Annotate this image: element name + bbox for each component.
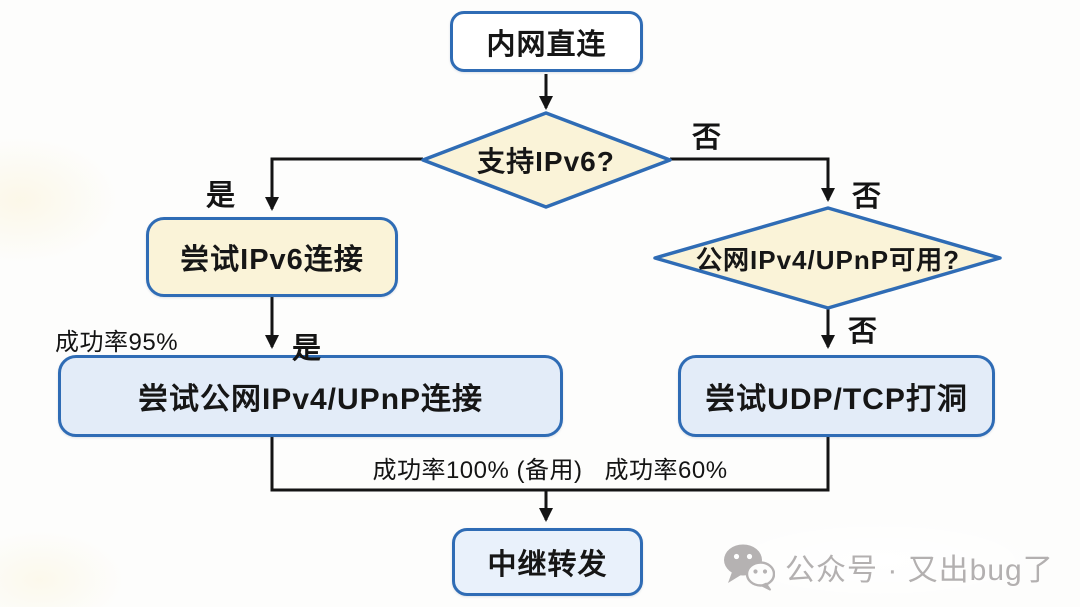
node-try-ipv4-upnp: 尝试公网IPv4/UPnP连接 bbox=[58, 355, 563, 437]
merge-rate-labels: 成功率100% (备用) 成功率60% bbox=[272, 452, 828, 484]
node-try-ipv6: 尝试IPv6连接 bbox=[146, 217, 398, 297]
watermark: 公众号 · 又出bug了 bbox=[723, 541, 1054, 593]
node-decision-ipv4-upnp: 公网IPv4/UPnP可用? bbox=[653, 238, 1003, 278]
edge-label-try-ipv6-yes: 是 bbox=[292, 333, 323, 365]
node-relay: 中继转发 bbox=[452, 528, 643, 596]
node-try-holepunch-label: 尝试UDP/TCP打洞 bbox=[705, 383, 968, 416]
node-try-ipv6-label: 尝试IPv6连接 bbox=[180, 244, 364, 276]
edge-label-to-decision-ipv4-no: 否 bbox=[852, 181, 883, 213]
decision-ipv4-diamond-shape bbox=[653, 206, 1002, 310]
edge-label-ipv6-yes: 是 bbox=[206, 180, 237, 212]
node-decision-ipv4-upnp-label: 公网IPv4/UPnP可用? bbox=[696, 244, 960, 275]
decision-ipv6-diamond-shape bbox=[421, 111, 672, 209]
edge-label-ipv4-upnp-no: 否 bbox=[848, 316, 879, 348]
watermark-text: 公众号 · 又出bug了 bbox=[785, 554, 1054, 587]
edge-merge-connector bbox=[270, 437, 830, 492]
node-start-label: 内网直连 bbox=[486, 28, 607, 61]
node-start: 内网直连 bbox=[450, 11, 643, 72]
edge-decision-ipv6-yes bbox=[265, 157, 423, 211]
edge-label-ipv6-no: 否 bbox=[692, 122, 723, 154]
node-decision-ipv6-label: 支持IPv6? bbox=[477, 146, 615, 177]
edge-label-rate-relay-backup: 成功率100% (备用) bbox=[372, 456, 583, 484]
edge-label-rate-ipv6: 成功率95% bbox=[55, 329, 179, 356]
node-try-holepunch: 尝试UDP/TCP打洞 bbox=[678, 355, 995, 437]
edge-decision-ipv6-no bbox=[670, 157, 835, 202]
wechat-chat-bubbles-icon bbox=[724, 544, 775, 591]
node-try-ipv4-upnp-label: 尝试公网IPv4/UPnP连接 bbox=[137, 383, 484, 416]
node-decision-ipv6: 支持IPv6? bbox=[436, 140, 656, 180]
edge-label-rate-holepunch: 成功率60% bbox=[604, 456, 728, 484]
node-relay-label: 中继转发 bbox=[487, 549, 608, 581]
